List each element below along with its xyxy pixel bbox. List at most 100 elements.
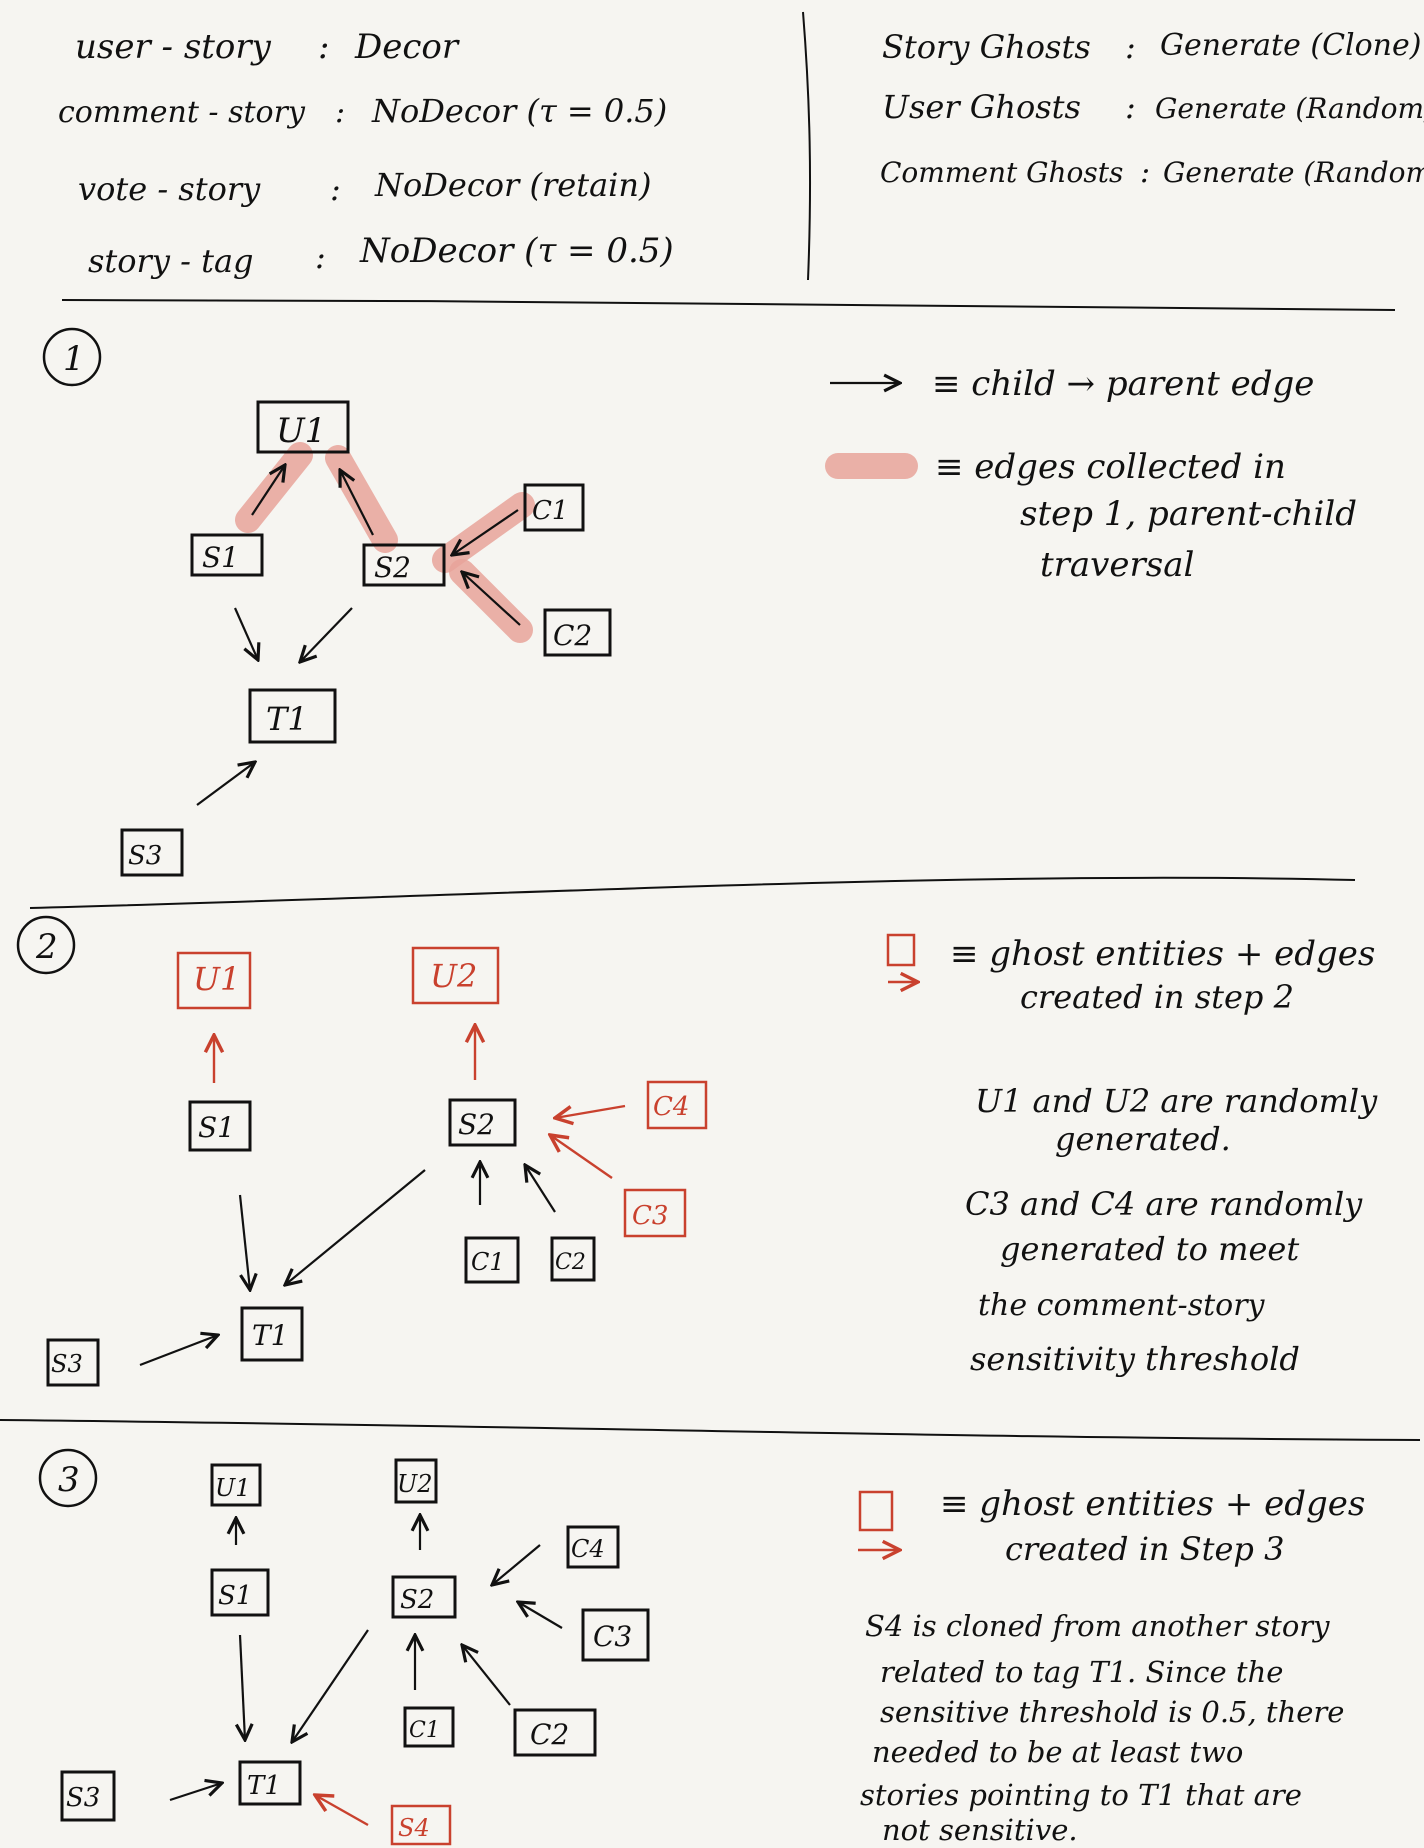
header-divider	[802, 11, 812, 281]
ghost-node-u1	[176, 951, 252, 1010]
node-c1	[523, 483, 585, 532]
note-line-6: not sensitive.	[882, 1813, 1078, 1847]
legend-highlight-label-2: step 1, parent-child	[1020, 494, 1357, 534]
step-2-number: 2	[35, 927, 58, 967]
note-line-2: generated.	[1055, 1120, 1231, 1158]
node-s3	[46, 1338, 100, 1387]
node-s1-label: S1	[202, 541, 239, 574]
config-key: vote - story	[78, 170, 261, 208]
edge-c2-s2	[462, 1645, 511, 1706]
note-line-2: related to tag T1. Since the	[880, 1655, 1283, 1689]
ghost-value: Generate (Clone)	[1160, 28, 1421, 63]
ghost-key: User Ghosts	[882, 88, 1081, 126]
edge-s2-u1	[340, 470, 374, 536]
node-t1-label: T1	[247, 1771, 281, 1801]
node-c2	[543, 608, 612, 657]
config-value: NoDecor (retain)	[374, 166, 652, 204]
ghost-node-c3-label: C3	[632, 1201, 668, 1231]
node-c3-label: C3	[593, 1620, 632, 1653]
step-3-badge	[38, 1448, 98, 1508]
legend-ghost-swatch	[858, 1490, 894, 1532]
edge-c2-s2	[525, 1165, 556, 1213]
ghost-node-c4	[646, 1080, 708, 1130]
header-ghosts: Story Ghosts : Generate (Clone) User Gho…	[880, 28, 1424, 190]
legend-ghost-line-1: ≡ ghost entities + edges	[940, 1484, 1365, 1524]
highlight-edge-s2-u1	[325, 445, 398, 553]
ghost-node-u1-label: U1	[193, 960, 240, 998]
node-s3-label: S3	[51, 1350, 83, 1378]
note-line-5: the comment-story	[978, 1288, 1266, 1323]
node-u2	[394, 1458, 438, 1504]
step-2-badge	[16, 915, 76, 975]
node-c2-label: C2	[555, 1250, 586, 1275]
config-key: story - tag	[88, 242, 254, 280]
edge-c4-s2	[492, 1544, 541, 1585]
edge-s2-t1	[292, 1629, 369, 1742]
edge-s3-t1	[169, 1783, 222, 1802]
note-line-3: C3 and C4 are randomly	[965, 1185, 1363, 1223]
node-s2	[391, 1575, 457, 1619]
config-sep: :	[330, 170, 341, 208]
config-value: NoDecor (τ = 0.5)	[359, 231, 674, 271]
step-2: 2 U1 U2 S1 S2 C4 C3 C1 C2 T1 S3 ≡ ghost …	[16, 915, 1378, 1387]
node-c3	[581, 1608, 650, 1662]
step-1-number: 1	[63, 339, 85, 379]
node-s2	[448, 1098, 517, 1147]
node-c2	[513, 1708, 597, 1757]
note-line-4: generated to meet	[1000, 1230, 1299, 1268]
ghost-edge-c4-s2	[555, 1104, 626, 1118]
note-line-4: needed to be at least two	[872, 1735, 1243, 1769]
edge-s3-t1	[196, 762, 255, 806]
legend-ghost-line-2: created in step 2	[1020, 978, 1294, 1016]
node-c2-label: C2	[530, 1718, 569, 1751]
node-s3	[60, 1770, 116, 1822]
ghost-node-u2	[411, 946, 500, 1005]
node-c1	[403, 1706, 455, 1748]
legend-ghost-swatch	[886, 933, 916, 967]
node-s2	[362, 543, 446, 587]
node-s2-label: S2	[458, 1108, 495, 1141]
node-c2	[550, 1236, 596, 1282]
edge-s1-t1	[238, 1194, 250, 1290]
config-sep: :	[335, 95, 345, 130]
ghost-sep: :	[1140, 155, 1150, 190]
ghost-node-c3	[623, 1188, 687, 1238]
note-line-1: U1 and U2 are randomly	[975, 1082, 1378, 1120]
node-u1-label: U1	[276, 411, 326, 451]
config-value: NoDecor (τ = 0.5)	[371, 92, 667, 130]
legend-highlight-label-3: traversal	[1040, 545, 1194, 585]
node-u1	[210, 1463, 262, 1507]
ghost-value: Generate (Random)	[1163, 156, 1424, 189]
node-c1-label: C1	[471, 1248, 505, 1276]
step-1-badge	[42, 327, 102, 387]
legend-ghost-line-2: created in Step 3	[1005, 1530, 1284, 1568]
ghost-value: Generate (Random)	[1155, 92, 1424, 125]
ghost-node-c4-label: C4	[653, 1092, 689, 1122]
note-line-3: sensitive threshold is 0.5, there	[880, 1695, 1344, 1729]
node-s3-label: S3	[128, 841, 162, 871]
node-c4	[566, 1525, 620, 1569]
legend-highlight-label-1: ≡ edges collected in	[935, 447, 1286, 487]
ghost-edge-c3-s2	[550, 1135, 613, 1179]
edge-c1-s2	[452, 509, 519, 555]
edge-s1-t1	[240, 1634, 245, 1740]
edge-s1-t1	[233, 607, 258, 660]
node-u1	[256, 400, 350, 454]
step-1: 1 U1 S1 S2 C1 C2 T1 S3 ≡ child → parent …	[42, 327, 1357, 877]
edge-c3-s2	[518, 1602, 563, 1629]
node-c2-label: C2	[553, 619, 592, 652]
ghost-sep: :	[1125, 88, 1136, 126]
note-line-5: stories pointing to T1 that are	[860, 1778, 1302, 1812]
node-t1-label: T1	[266, 700, 308, 738]
edge-c2-s2	[462, 572, 521, 626]
config-value: Decor	[354, 27, 460, 67]
ghost-sep: :	[1125, 28, 1136, 66]
node-t1-label: T1	[252, 1319, 289, 1352]
ghost-edge-s4-t1	[315, 1795, 369, 1827]
ghost-node-u2-label: U2	[430, 957, 477, 995]
header-config: user - story : Decor comment - story : N…	[58, 27, 674, 280]
node-s3	[120, 828, 184, 877]
edge-s1-u1	[251, 465, 285, 516]
